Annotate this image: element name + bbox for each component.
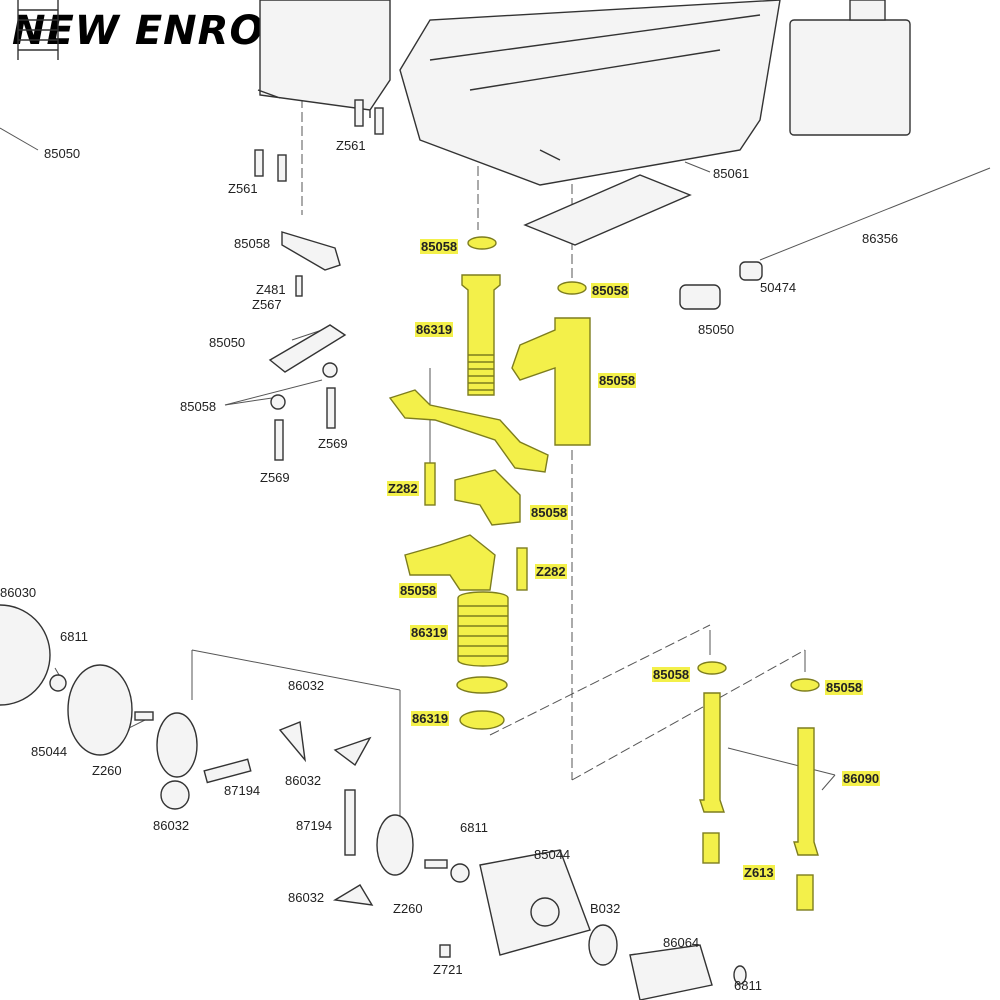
part-label: 85061 bbox=[713, 166, 750, 181]
part-label: Z567 bbox=[252, 297, 282, 312]
part-label: 86032 bbox=[288, 890, 325, 905]
part-label: 85050 bbox=[209, 335, 246, 350]
servo-saver-lower bbox=[404, 534, 496, 591]
part-label-highlighted: Z613 bbox=[743, 865, 775, 880]
drag-link bbox=[388, 389, 549, 473]
part-label: Z260 bbox=[393, 901, 423, 916]
part-label-highlighted: 86090 bbox=[842, 771, 881, 786]
part-label-highlighted: Z282 bbox=[387, 481, 419, 496]
part-label: 86032 bbox=[285, 773, 322, 788]
chassis-tray bbox=[399, 0, 781, 186]
bellcrank-right bbox=[511, 317, 591, 446]
diff-gear-large bbox=[156, 712, 198, 778]
servo-saver-upper bbox=[454, 469, 521, 526]
screw-z613-left bbox=[702, 832, 720, 864]
part-label: 6811 bbox=[60, 629, 88, 644]
spring-coil-topleft bbox=[17, 0, 59, 60]
part-label: 86064 bbox=[663, 935, 700, 950]
part-label-highlighted: 85058 bbox=[591, 283, 630, 298]
part-label-highlighted: 86319 bbox=[415, 322, 454, 337]
part-label-highlighted: 85058 bbox=[825, 680, 864, 695]
part-label: Z481 bbox=[256, 282, 286, 297]
part-label: 85058 bbox=[180, 399, 217, 414]
bushing-post-left bbox=[697, 661, 727, 675]
part-label-highlighted: 85058 bbox=[530, 505, 569, 520]
bushing-top-right bbox=[557, 281, 587, 295]
part-label-highlighted: 85058 bbox=[420, 239, 459, 254]
bushing-top-left bbox=[467, 236, 497, 250]
post-86090-left bbox=[699, 692, 725, 813]
part-label-highlighted: 86319 bbox=[410, 625, 449, 640]
spring bbox=[457, 591, 509, 667]
part-label: 85050 bbox=[44, 146, 81, 161]
diff-gasket bbox=[67, 664, 133, 756]
part-label: 86032 bbox=[288, 678, 325, 693]
part-label: 86032 bbox=[153, 818, 190, 833]
part-label-highlighted: 85058 bbox=[652, 667, 691, 682]
part-label: Z569 bbox=[318, 436, 348, 451]
part-label: Z721 bbox=[433, 962, 463, 977]
part-label: B032 bbox=[590, 901, 621, 916]
spur-gear bbox=[0, 604, 51, 706]
part-label: Z569 bbox=[260, 470, 290, 485]
part-label-highlighted: 85058 bbox=[598, 373, 637, 388]
servo-horn bbox=[281, 231, 341, 271]
part-label: Z561 bbox=[336, 138, 366, 153]
part-label: 85044 bbox=[31, 744, 68, 759]
brand-name: NEW ENRON bbox=[12, 8, 299, 54]
part-label: 6811 bbox=[460, 820, 488, 835]
washer-lower bbox=[456, 676, 508, 694]
highlighted-parts bbox=[388, 236, 820, 911]
servo-right bbox=[789, 19, 911, 136]
pinion-gear bbox=[679, 284, 721, 310]
part-label: 6811 bbox=[734, 978, 762, 993]
post-86090-right bbox=[793, 727, 819, 856]
mounting-plate bbox=[523, 174, 692, 246]
gray-parts bbox=[0, 0, 911, 1000]
ball-stud bbox=[270, 394, 286, 410]
part-label: Z561 bbox=[228, 181, 258, 196]
bolt-z282-right bbox=[516, 547, 528, 591]
part-label: 85050 bbox=[698, 322, 735, 337]
part-label: 86356 bbox=[862, 231, 899, 246]
threaded-post bbox=[461, 274, 501, 396]
bushing-post-right bbox=[790, 678, 820, 692]
steering-link bbox=[268, 324, 347, 373]
part-label: 85044 bbox=[534, 847, 571, 862]
part-label: 85058 bbox=[234, 236, 271, 251]
part-label-highlighted: 85058 bbox=[399, 583, 438, 598]
part-label: Z260 bbox=[92, 763, 122, 778]
servo-left bbox=[257, 0, 391, 118]
screw-z613-right bbox=[796, 874, 814, 911]
part-label: 87194 bbox=[296, 818, 333, 833]
knurled-nut bbox=[459, 710, 505, 730]
part-label-highlighted: Z282 bbox=[535, 564, 567, 579]
part-label-highlighted: 86319 bbox=[411, 711, 450, 726]
part-label: 50474 bbox=[760, 280, 797, 295]
part-label: 87194 bbox=[224, 783, 261, 798]
bolt-z282-left bbox=[424, 462, 436, 506]
part-label: 86030 bbox=[0, 585, 37, 600]
